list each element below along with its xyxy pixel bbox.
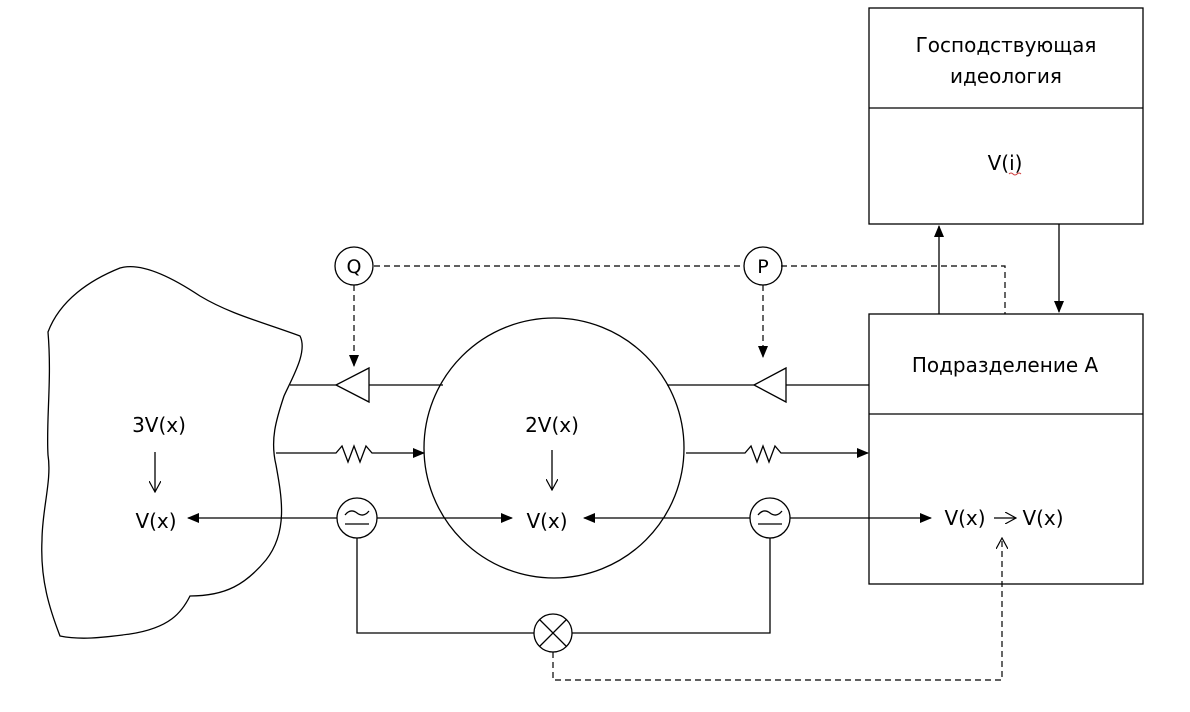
spellcheck-underline: [1008, 172, 1022, 176]
approx-filter-icon: [336, 497, 378, 539]
ideology-value: V(i): [988, 151, 1023, 175]
blob-region: [41, 266, 303, 639]
division-value-right: V(x): [1022, 506, 1063, 530]
triangle-left-icon: [752, 366, 787, 404]
zigzag-resistor-icon: [276, 444, 425, 464]
division-title: Подразделение А: [912, 353, 1099, 377]
approx-wave-top: [757, 510, 783, 516]
approx-wave-top: [344, 510, 370, 516]
mixer-loop-line: [572, 538, 771, 634]
division-value-left: V(x): [944, 506, 985, 530]
circle-top-label: 2V(x): [525, 413, 579, 437]
zigzag-resistor-icon: [686, 444, 869, 464]
node-q-label: Q: [347, 256, 362, 278]
circle-bottom-label: V(x): [526, 509, 567, 533]
blob-top-label: 3V(x): [132, 413, 186, 437]
mixer-loop-line: [356, 538, 534, 634]
triangle-left-icon: [334, 366, 370, 404]
node-p-label: P: [757, 256, 768, 278]
blob-bottom-label: V(x): [135, 509, 176, 533]
dashed-mixer-feedback: [552, 538, 1002, 681]
dashed-p-division-link: [781, 265, 1006, 314]
division-box: [868, 313, 1144, 585]
ideology-title-line2: идеология: [950, 64, 1062, 88]
node-q-circle: [334, 246, 374, 286]
approx-filter-icon: [749, 497, 791, 539]
cross-stroke: [539, 619, 567, 647]
central-circle: [423, 317, 685, 579]
node-p-circle: [743, 246, 783, 286]
ideology-box: [868, 7, 1144, 225]
ideology-title-line1: Господствующая: [916, 33, 1097, 57]
